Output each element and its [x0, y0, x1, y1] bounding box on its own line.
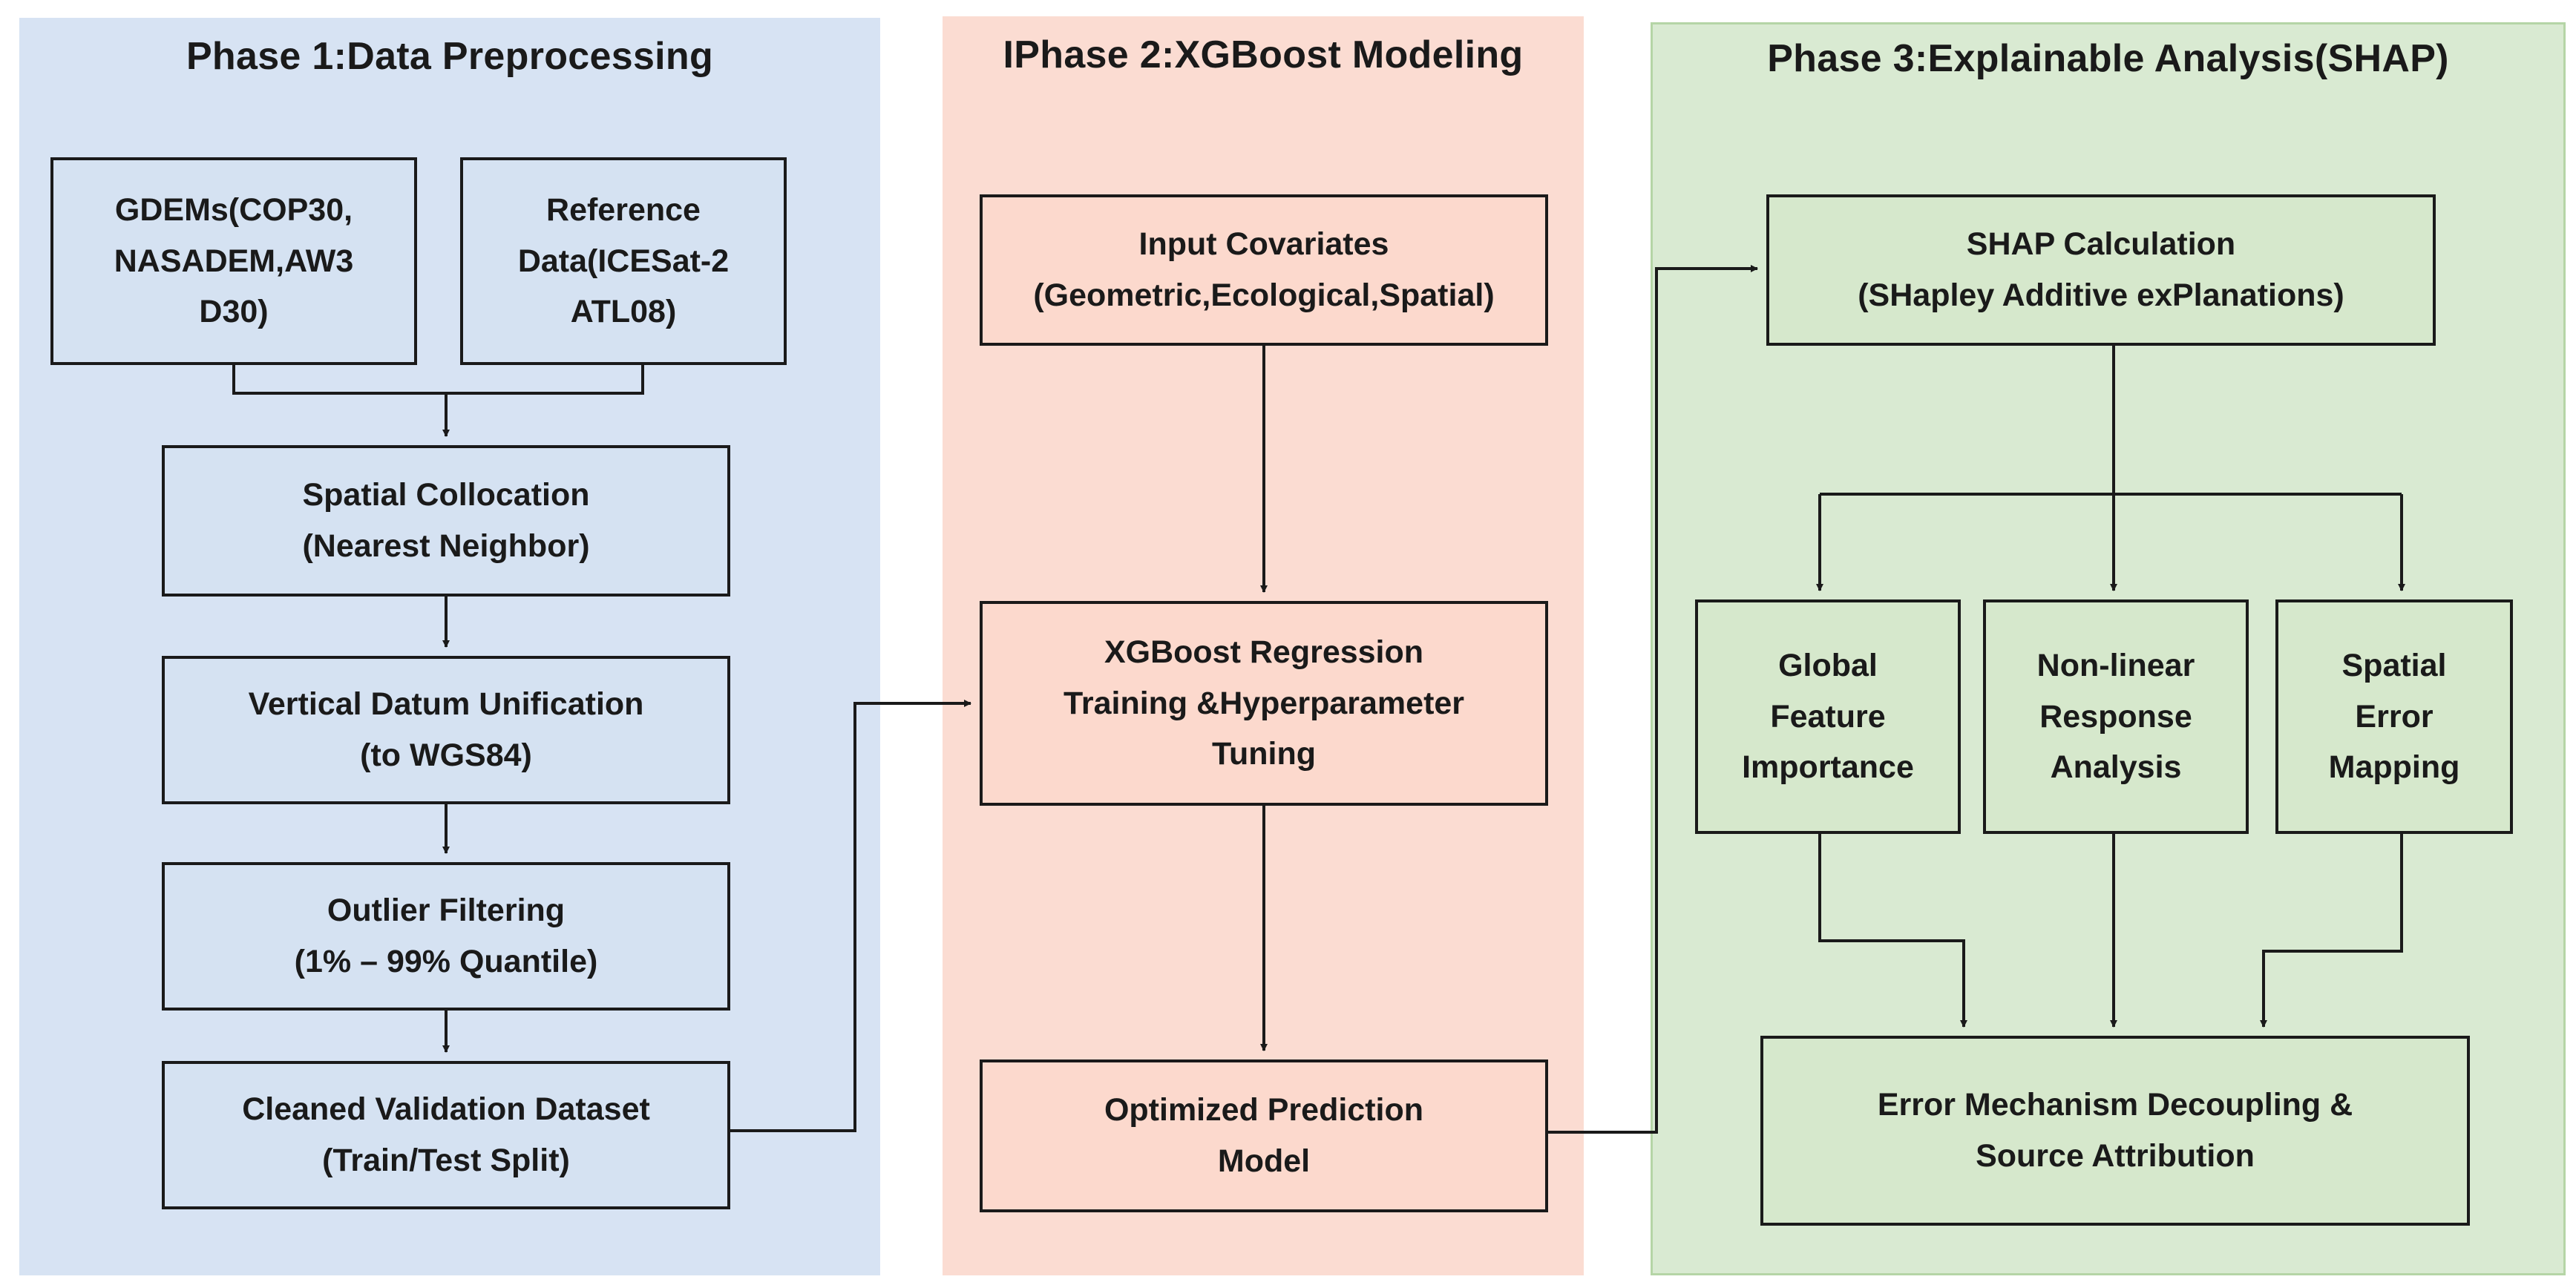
global-feature-importance-box: Global Feature Importance	[1695, 599, 1961, 834]
box-line: Input Covariates	[1138, 226, 1389, 263]
box-line: Response	[2039, 698, 2192, 735]
input-covariates-box: Input Covariates (Geometric,Ecological,S…	[980, 194, 1548, 346]
box-line: Non-linear	[2036, 647, 2195, 683]
phase-1-title: Phase 1:Data Preprocessing	[186, 35, 714, 78]
box-line: (to WGS84)	[360, 737, 532, 773]
box-line: Reference	[546, 191, 701, 228]
error-mechanism-box: Error Mechanism Decoupling & Source Attr…	[1760, 1036, 2470, 1226]
box-line: Error Mechanism Decoupling &	[1877, 1087, 2353, 1123]
box-line: (Train/Test Split)	[322, 1143, 570, 1178]
merge-connector	[232, 365, 644, 395]
xgboost-training-box: XGBoost Regression Training &Hyperparame…	[980, 601, 1548, 806]
box-line: SHAP Calculation	[1966, 226, 2236, 263]
spatial-collocation-box: Spatial Collocation (Nearest Neighbor)	[162, 445, 730, 597]
box-line: Training &Hyperparameter	[1063, 685, 1465, 721]
box-line: Mapping	[2328, 749, 2460, 786]
shap-calculation-box: SHAP Calculation (SHapley Additive exPla…	[1766, 194, 2436, 346]
box-line: Vertical Datum Unification	[248, 686, 644, 723]
box-line: Tuning	[1211, 736, 1317, 772]
nonlinear-response-box: Non-linear Response Analysis	[1983, 599, 2249, 834]
arrow-dataset-to-xgboost	[730, 700, 971, 1132]
box-line: Global	[1778, 647, 1878, 683]
box-line: (SHapley Additive exPlanations)	[1858, 277, 2344, 313]
outlier-filtering-box: Outlier Filtering (1% – 99% Quantile)	[162, 862, 730, 1011]
box-line: Source Attribution	[1976, 1138, 2255, 1174]
box-line: NASADEM,AW3	[114, 243, 354, 279]
phase-3-title: Phase 3:Explainable Analysis(SHAP)	[1767, 37, 2449, 80]
box-line: Cleaned Validation Dataset	[242, 1091, 650, 1128]
optimized-model-box: Optimized Prediction Model	[980, 1059, 1548, 1212]
reference-data-box: Reference Data(ICESat-2 ATL08)	[460, 157, 787, 365]
arrow-model-to-shap	[1548, 265, 1758, 1134]
box-line: Analysis	[2050, 749, 2182, 786]
arrow-spatial-to-error	[2260, 834, 2403, 1028]
box-line: ATL08)	[570, 294, 677, 330]
box-line: (Nearest Neighbor)	[302, 528, 590, 564]
box-line: GDEMs(COP30,	[114, 191, 353, 228]
box-line: (1% – 99% Quantile)	[294, 944, 598, 979]
box-line: Model	[1217, 1143, 1311, 1179]
box-line: (Geometric,Ecological,Spatial)	[1033, 277, 1495, 313]
box-line: Spatial	[2341, 647, 2447, 683]
box-line: Spatial Collocation	[302, 477, 590, 513]
box-line: Outlier Filtering	[327, 893, 566, 929]
box-line: Optimized Prediction	[1104, 1092, 1424, 1128]
box-line: D30)	[199, 294, 269, 330]
box-line: Feature	[1770, 698, 1886, 735]
box-line: Data(ICESat-2	[517, 243, 730, 279]
cleaned-dataset-box: Cleaned Validation Dataset (Train/Test S…	[162, 1061, 730, 1209]
gdems-box: GDEMs(COP30, NASADEM,AW3 D30)	[50, 157, 417, 365]
vertical-datum-box: Vertical Datum Unification (to WGS84)	[162, 656, 730, 804]
spatial-error-mapping-box: Spatial Error Mapping	[2275, 599, 2513, 834]
arrow-global-to-error	[1818, 834, 1967, 1028]
box-line: Importance	[1742, 749, 1914, 786]
box-line: Error	[2355, 698, 2434, 735]
phase-2-title: IPhase 2:XGBoost Modeling	[1003, 33, 1524, 76]
box-line: XGBoost Regression	[1104, 634, 1424, 670]
